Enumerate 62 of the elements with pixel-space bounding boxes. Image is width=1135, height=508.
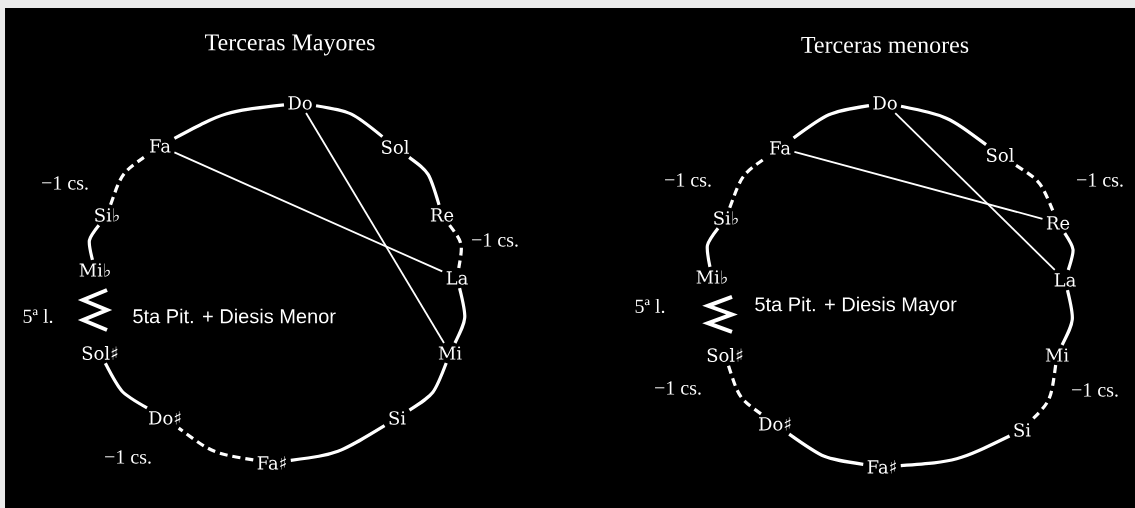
chord-line [894, 112, 1056, 271]
circle-arc [726, 364, 762, 416]
note-name: Do♯ [759, 417, 791, 431]
circle-arc [1015, 164, 1056, 214]
note-name: Mi♭ [696, 270, 727, 284]
circle-arc [408, 156, 441, 206]
circle-arc [315, 104, 384, 138]
circle-arc [900, 104, 987, 146]
circle-arc [87, 224, 101, 261]
note-name: La [446, 271, 468, 285]
note-name: Mi [1045, 348, 1069, 362]
annotation: −1 cs. [105, 450, 151, 464]
chord-line [173, 151, 444, 273]
note-text: 5ta Pit. + Diesis Mayor [755, 296, 957, 316]
note-name: Sol [382, 140, 409, 154]
note-name: Sol♯ [707, 348, 743, 362]
note-name: Do♯ [149, 411, 181, 425]
note-name: Re [430, 208, 454, 222]
annotation: 5ª l. [635, 298, 665, 314]
note-name: Sol♯ [82, 346, 118, 360]
circle-arc [103, 362, 148, 410]
note-name: Fa♯ [867, 460, 896, 474]
circle-arc [1063, 232, 1075, 271]
circle-arc [900, 434, 1011, 468]
heading: Terceras menores [801, 37, 969, 53]
note-name: Fa♯ [257, 456, 286, 470]
note-name: Si♭ [714, 211, 738, 225]
note-name: Do [873, 96, 897, 110]
annotation: −1 cs. [665, 173, 711, 187]
note-name: Fa [150, 139, 171, 153]
chord-line [305, 112, 445, 344]
circle-arc [177, 426, 254, 462]
note-name: Si [389, 411, 406, 425]
circle-arc [109, 154, 147, 206]
note-text: 5ta Pit. + Diesis Menor [133, 308, 336, 324]
circle-arc [1060, 289, 1074, 346]
note-name: Mi♭ [79, 263, 110, 277]
note-name: Mi [438, 346, 462, 360]
circle-arc [408, 362, 448, 412]
circle-arc [788, 432, 864, 466]
circle-arc [453, 287, 467, 344]
annotation: −1 cs. [655, 381, 701, 395]
note-name: Re [1046, 216, 1070, 230]
annotation: 5ª l. [23, 308, 53, 324]
circle-arc [705, 227, 720, 268]
note-name: La [1054, 273, 1076, 287]
circle-arc [1030, 364, 1058, 421]
note-name: Sol [987, 148, 1014, 162]
chord-line [793, 151, 1044, 220]
annotation: −1 cs. [42, 176, 88, 190]
circle-arc [173, 103, 285, 140]
note-name: Do [288, 96, 312, 110]
circle-arc [448, 224, 463, 269]
annotation: −1 cs. [472, 233, 518, 247]
circle-arc [290, 424, 386, 463]
note-name: Si♭ [95, 208, 119, 222]
annotation: −1 cs. [1077, 173, 1123, 187]
note-name: Fa [770, 141, 791, 155]
heading: Terceras Mayores [205, 34, 375, 56]
circle-arc [792, 104, 870, 140]
note-name: Si [1014, 423, 1031, 437]
annotation: −1 cs. [1072, 383, 1118, 397]
